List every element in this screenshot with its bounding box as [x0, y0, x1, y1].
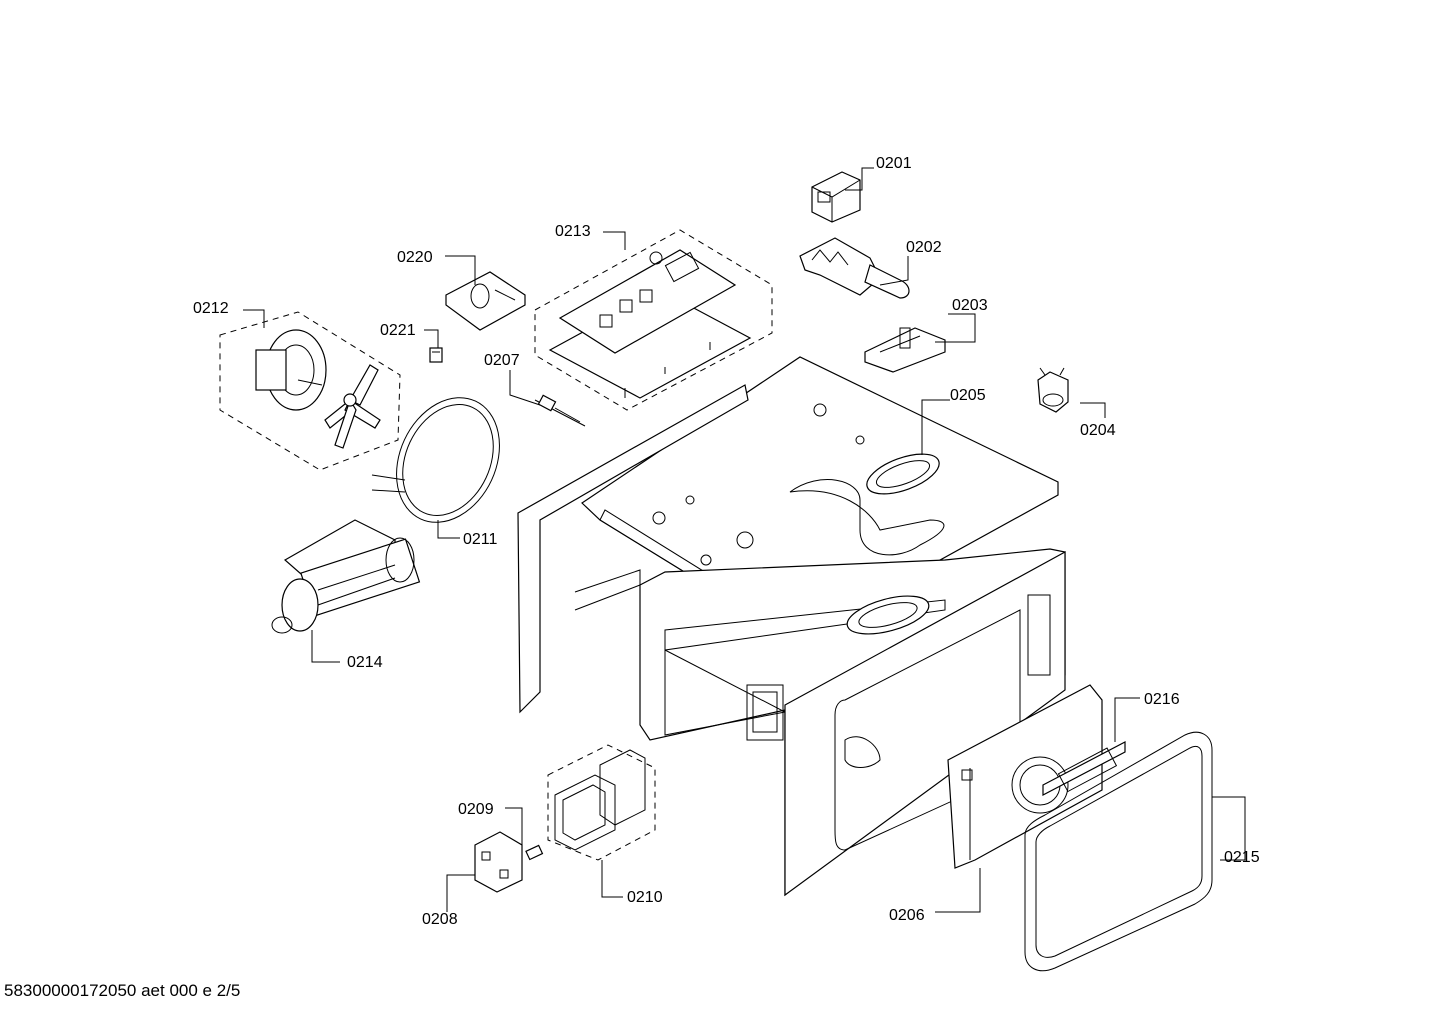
leader-lines	[243, 167, 1246, 913]
part-0221-clip	[429, 347, 443, 363]
label-0202: 0202	[906, 239, 942, 256]
part-0201-relay	[811, 171, 861, 223]
part-0212-convection-fan	[219, 311, 401, 471]
part-0206-fan-cover	[947, 684, 1103, 869]
label-0216: 0216	[1144, 691, 1180, 708]
part-0211-circular-heating-element	[371, 397, 500, 523]
part-0220-filter-board	[445, 271, 526, 331]
label-0208: 0208	[422, 911, 458, 928]
label-0220: 0220	[397, 249, 433, 266]
part-0210-gasket-set	[547, 744, 656, 861]
label-0205: 0205	[950, 387, 986, 404]
label-0214: 0214	[347, 654, 383, 671]
label-0209: 0209	[458, 801, 494, 818]
label-0204: 0204	[1080, 422, 1116, 439]
label-0211: 0211	[463, 531, 498, 548]
label-0215: 0215	[1224, 849, 1260, 866]
part-0216-grease-filter	[1042, 741, 1126, 796]
oven-housing	[517, 356, 1066, 897]
label-0207: 0207	[484, 352, 520, 369]
label-0210: 0210	[627, 889, 663, 906]
part-0203-sensor-plate	[864, 327, 946, 373]
label-0201: 0201	[876, 155, 912, 172]
part-0214-tangential-fan	[271, 519, 421, 634]
label-0206: 0206	[889, 907, 925, 924]
part-labels: 0201 0202 0203 0204 0205 0206 0207 0208 …	[193, 155, 1260, 928]
part-0207-temperature-sensor	[534, 394, 586, 427]
document-code: 58300000172050 aet 000 e 2/5	[4, 981, 241, 1000]
part-0204-lamp-socket	[1037, 367, 1069, 413]
part-0213-control-module	[534, 229, 773, 411]
label-0203: 0203	[952, 297, 988, 314]
label-0213: 0213	[555, 223, 591, 240]
label-0221: 0221	[380, 322, 416, 339]
label-0212: 0212	[193, 300, 229, 317]
part-0209-clip	[525, 844, 544, 861]
part-0202-door-lock	[799, 237, 910, 299]
part-0215-door-seal	[1024, 731, 1213, 972]
part-0208-terminal-block	[474, 831, 523, 893]
